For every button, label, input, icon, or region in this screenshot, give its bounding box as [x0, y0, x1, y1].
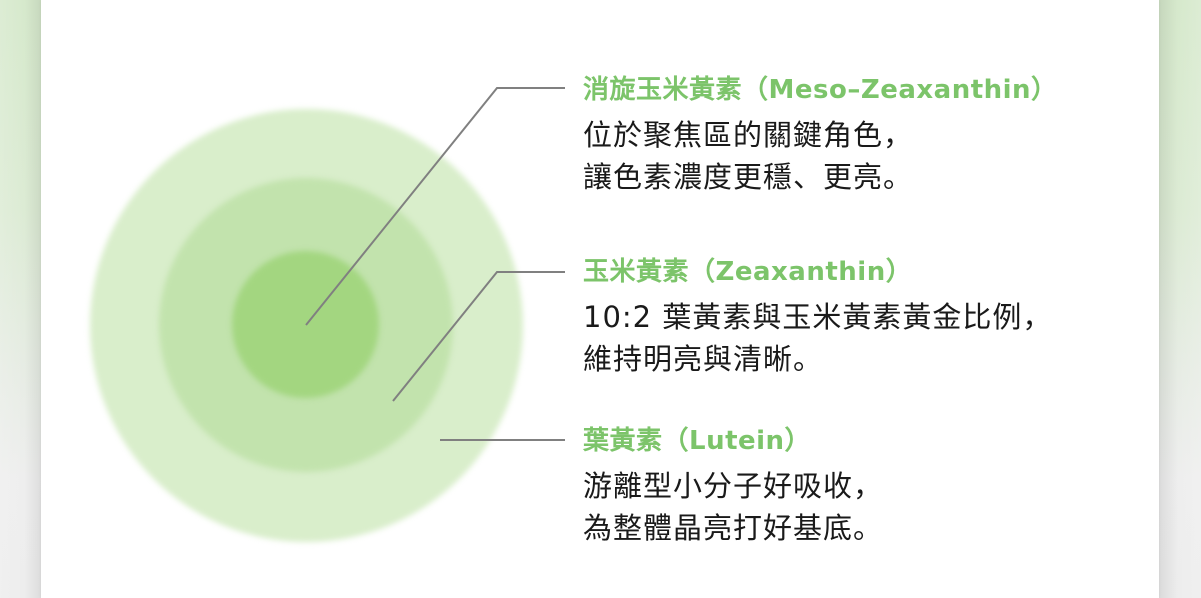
label-meso-zeaxanthin: 消旋玉米黃素（Meso–Zeaxanthin） 位於聚焦區的關鍵角色， 讓色素濃…: [583, 74, 1058, 198]
label-description: 位於聚焦區的關鍵角色， 讓色素濃度更穩、更亮。: [583, 114, 1058, 198]
description-line: 10:2 葉黃素與玉米黃素黃金比例，: [583, 300, 1053, 334]
label-title: 葉黃素（Lutein）: [583, 426, 812, 456]
label-zeaxanthin: 玉米黃素（Zeaxanthin） 10:2 葉黃素與玉米黃素黃金比例， 維持明亮…: [583, 256, 1052, 380]
description-line: 維持明亮與清晰。: [583, 342, 824, 376]
background-right-edge: [1159, 0, 1201, 598]
description-line: 游離型小分子好吸收，: [583, 469, 884, 503]
label-description: 游離型小分子好吸收， 為整體晶亮打好基底。: [583, 465, 883, 549]
label-title: 消旋玉米黃素（Meso–Zeaxanthin）: [583, 75, 1058, 105]
description-line: 讓色素濃度更穩、更亮。: [583, 160, 914, 194]
description-line: 為整體晶亮打好基底。: [583, 511, 884, 545]
label-description: 10:2 葉黃素與玉米黃素黃金比例， 維持明亮與清晰。: [583, 296, 1052, 380]
background-left-edge: [0, 0, 41, 598]
leader-line-meso-zeaxanthin: [305, 87, 565, 326]
leader-line-zeaxanthin: [392, 271, 565, 402]
label-title: 玉米黃素（Zeaxanthin）: [583, 257, 913, 287]
label-lutein: 葉黃素（Lutein） 游離型小分子好吸收， 為整體晶亮打好基底。: [583, 425, 883, 549]
description-line: 位於聚焦區的關鍵角色，: [583, 118, 914, 152]
